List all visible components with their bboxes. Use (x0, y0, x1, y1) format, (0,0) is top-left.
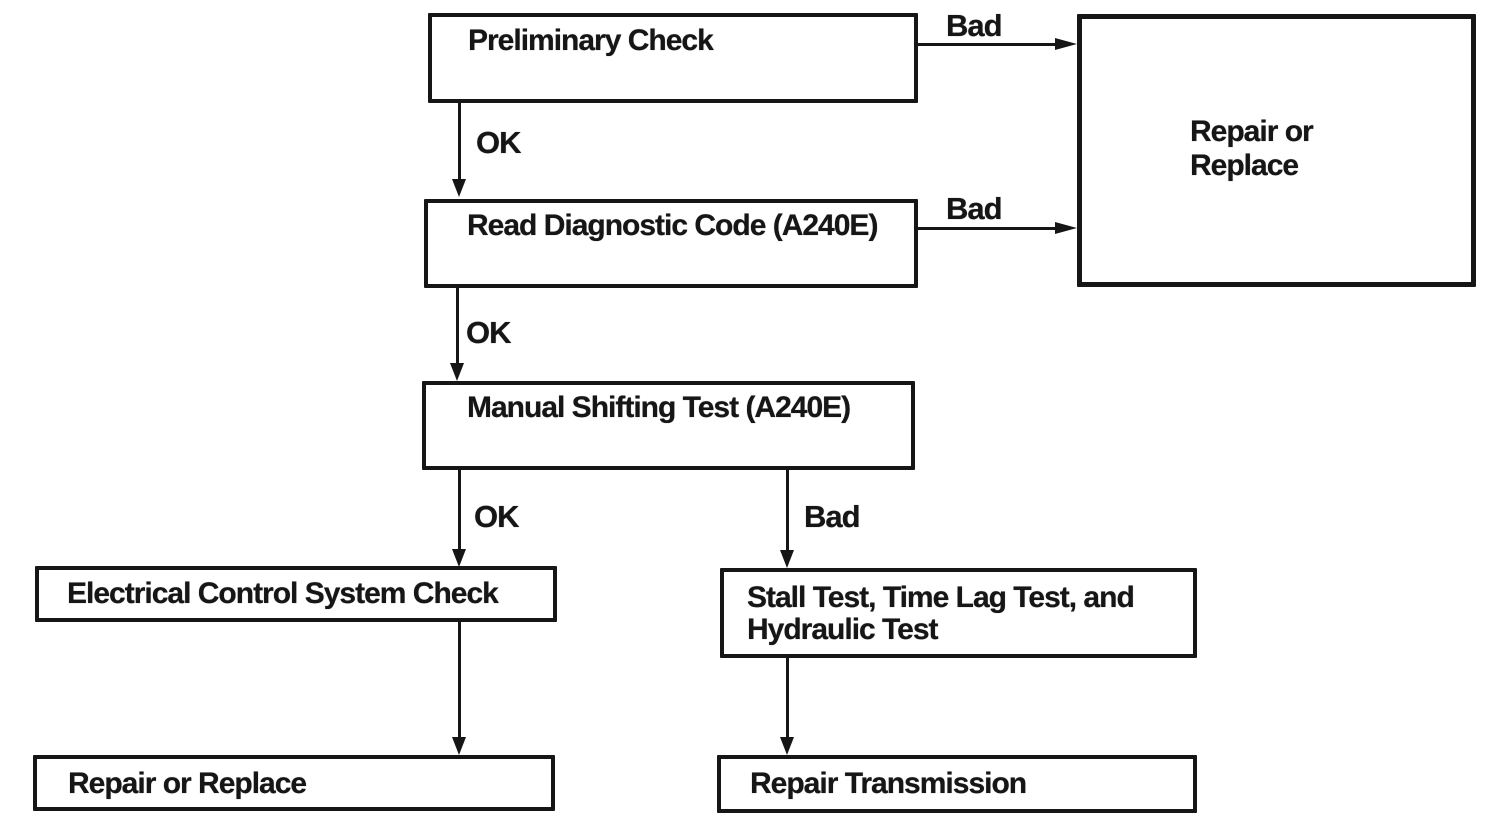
edge-electrical-to-repair-line (458, 622, 461, 738)
node-electrical-control-system-check: Electrical Control System Check (35, 566, 557, 622)
node-stall-time-lag-hydraulic-test-label: Stall Test, Time Lag Test, and Hydraulic… (747, 581, 1135, 646)
node-preliminary-check-label: Preliminary Check (468, 24, 714, 57)
edge-bad2-arrowhead-icon (1055, 222, 1077, 234)
edge-ok2-line (456, 288, 459, 364)
edge-bad2-line (918, 227, 1055, 230)
node-manual-shifting-test-label: Manual Shifting Test (A240E) (467, 391, 851, 424)
edge-bad3-arrowhead-icon (780, 550, 794, 568)
edge-bad2-label: Bad (946, 191, 1003, 226)
node-preliminary-check: Preliminary Check (428, 13, 918, 103)
edge-ok3-label: OK (474, 499, 519, 534)
edge-ok1-line (458, 103, 461, 182)
node-repair-transmission-label: Repair Transmission (750, 767, 1027, 800)
node-electrical-control-system-check-label: Electrical Control System Check (67, 577, 499, 610)
edge-stall-to-transmission-arrowhead-icon (780, 737, 794, 755)
edge-ok1-arrowhead-icon (452, 179, 466, 197)
edge-stall-to-transmission-line (786, 658, 789, 738)
edge-ok2-arrowhead-icon (450, 363, 464, 381)
node-repair-or-replace-right-label: Repair or Replace (1190, 115, 1314, 182)
edge-ok2-label: OK (466, 315, 511, 350)
node-stall-time-lag-hydraulic-test: Stall Test, Time Lag Test, and Hydraulic… (720, 568, 1197, 658)
node-manual-shifting-test: Manual Shifting Test (A240E) (422, 381, 915, 470)
edge-bad3-label: Bad (804, 499, 861, 534)
edge-bad1-label: Bad (946, 8, 1003, 43)
node-repair-or-replace-right: Repair or Replace (1077, 14, 1476, 287)
node-read-diagnostic-code-label: Read Diagnostic Code (A240E) (467, 209, 878, 242)
node-repair-or-replace-bottom-label: Repair or Replace (68, 767, 307, 800)
edge-electrical-to-repair-arrowhead-icon (452, 737, 466, 755)
node-read-diagnostic-code: Read Diagnostic Code (A240E) (424, 199, 918, 288)
node-repair-transmission: Repair Transmission (717, 755, 1197, 813)
edge-ok1-label: OK (476, 125, 521, 160)
edge-bad1-arrowhead-icon (1055, 38, 1077, 50)
edge-bad1-line (918, 43, 1055, 46)
node-repair-or-replace-bottom: Repair or Replace (33, 755, 555, 811)
edge-bad3-line (786, 470, 789, 551)
edge-ok3-arrowhead-icon (452, 549, 466, 567)
edge-ok3-line (458, 470, 461, 550)
